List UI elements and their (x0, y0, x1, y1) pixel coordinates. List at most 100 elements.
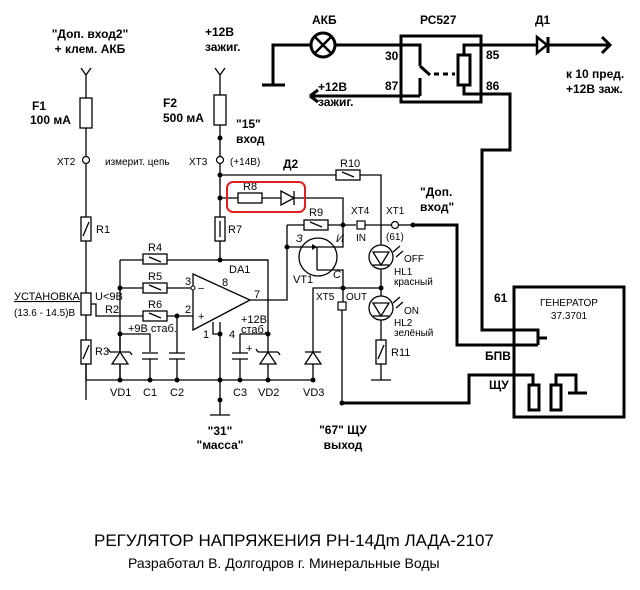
svg-text:37.3701: 37.3701 (551, 311, 588, 322)
relay-out-wire (309, 88, 420, 104)
svg-text:1: 1 (203, 329, 209, 341)
generator-box: ГЕНЕРАТОР 37.3701 61 БПВ ЩУ (485, 285, 626, 419)
diode-vd3: VD3 (303, 290, 324, 399)
svg-text:R3: R3 (95, 346, 109, 358)
xt1-note: (61) (386, 232, 404, 243)
svg-text:F2: F2 (163, 96, 177, 110)
battery-lamp (309, 31, 337, 59)
aux2-label-2: + клем. АКБ (55, 42, 126, 56)
f1-label: F1 (32, 99, 46, 113)
prewarn-label-2: +12В заж. (566, 82, 623, 96)
svg-text:R1: R1 (96, 224, 110, 236)
svg-text:И: И (336, 233, 344, 245)
output-label-1: "67" ЩУ (319, 423, 367, 437)
xt3-note: (+14В) (230, 157, 260, 168)
svg-text:500 мА: 500 мА (163, 111, 204, 125)
svg-text:VD3: VD3 (303, 387, 324, 399)
svg-text:C2: C2 (170, 387, 184, 399)
svg-text:R6: R6 (148, 299, 162, 311)
resistor-r3: R3 (80, 339, 109, 365)
in15-label-1: "15" (236, 117, 261, 131)
resistor-r8: R8 (237, 181, 263, 204)
svg-text:R10: R10 (340, 158, 360, 170)
ign-label-2: зажиг. (205, 40, 241, 54)
led-hl2: ON HL2 зелёный (368, 295, 433, 339)
wire-aux-bpv (413, 223, 538, 347)
svg-text:HL1: HL1 (394, 267, 413, 278)
led-hl1: OFF HL1 красный (368, 244, 433, 288)
resistor-r9: R9 (303, 207, 329, 231)
svg-text:R5: R5 (148, 271, 162, 283)
svg-text:−: − (198, 283, 204, 295)
zener-vd2: VD2 (255, 334, 281, 399)
xt3-terminal (215, 155, 225, 165)
svg-text:ЩУ: ЩУ (489, 378, 509, 392)
v12-label-1: +12В (241, 314, 267, 326)
wire-86-61 (480, 92, 540, 340)
svg-text:HL2: HL2 (394, 318, 413, 329)
svg-text:R4: R4 (148, 242, 162, 254)
svg-text:87: 87 (385, 79, 399, 93)
xt2-note: измерит. цепь (105, 157, 170, 168)
svg-text:8: 8 (222, 277, 228, 289)
xt5-note: OUT (346, 292, 367, 303)
svg-text:З: З (296, 233, 303, 245)
svg-text:85: 85 (486, 48, 500, 62)
zener-vd1: VD1 (107, 334, 133, 399)
svg-text:+: + (198, 311, 204, 323)
xt3-label: XT3 (189, 157, 208, 168)
xt4-terminal (356, 220, 366, 230)
relay-out-label-2: зажиг. (318, 95, 354, 109)
aux-label-2: вход" (420, 200, 454, 214)
svg-text:БПВ: БПВ (485, 349, 511, 363)
xt5-terminal (337, 301, 347, 311)
relay-rs527: РС527 30 87 85 86 (385, 13, 500, 104)
output-label-2: выход (324, 438, 363, 452)
xt1-terminal (390, 220, 400, 230)
ground-label-1: "31" (208, 424, 233, 438)
xt4-note: IN (356, 233, 366, 244)
svg-text:зелёный: зелёный (394, 328, 433, 339)
setup-label: УСТАНОВКА (14, 291, 81, 303)
svg-text:C3: C3 (233, 387, 247, 399)
f1-rating: 100 мА (30, 113, 71, 127)
xt2-terminal (81, 155, 91, 165)
resistor-r1: R1 (80, 216, 110, 242)
xt2-label: XT2 (57, 157, 76, 168)
svg-text:красный: красный (394, 277, 433, 288)
xt1-label: XT1 (386, 206, 405, 217)
transistor-vt1: З И С VT1 (293, 225, 344, 288)
svg-text:С: С (333, 269, 341, 281)
fuse-f1: F1 100 мА (30, 97, 93, 129)
resistor-r5: R5 (142, 271, 168, 294)
svg-text:30: 30 (385, 49, 399, 63)
v12-label-2: стаб. (241, 324, 267, 336)
svg-text:+: + (246, 343, 252, 355)
v9-label: +9В стаб. (128, 323, 177, 335)
xt5-label: XT5 (316, 292, 335, 303)
xt4-label: XT4 (351, 206, 370, 217)
relay-out-label-1: +12В (318, 80, 347, 94)
resistor-r10: R10 (335, 158, 361, 181)
svg-text:R2: R2 (105, 304, 119, 316)
capacitor-c2: C2 (169, 316, 185, 399)
in15-label-2: вход (236, 132, 265, 146)
aux2-label-1: "Доп. вход2" (52, 27, 129, 41)
svg-text:2: 2 (185, 304, 191, 316)
svg-text:U<9В: U<9В (95, 291, 123, 303)
svg-text:Д1: Д1 (535, 13, 551, 27)
svg-text:VD1: VD1 (110, 387, 131, 399)
ground-label-2: "масса" (197, 438, 244, 452)
capacitor-c3: + C3 (232, 334, 252, 399)
svg-text:7: 7 (254, 289, 260, 301)
svg-text:4: 4 (229, 329, 235, 341)
svg-text:VT1: VT1 (293, 274, 313, 286)
capacitor-c1: C1 (142, 352, 158, 399)
svg-text:86: 86 (486, 79, 500, 93)
svg-text:R11: R11 (391, 347, 410, 359)
svg-text:C1: C1 (143, 387, 157, 399)
aux-label-1: "Доп. (420, 185, 452, 199)
diode-d1: Д1 (535, 13, 551, 56)
svg-text:3: 3 (185, 276, 191, 288)
svg-text:R9: R9 (309, 207, 323, 219)
